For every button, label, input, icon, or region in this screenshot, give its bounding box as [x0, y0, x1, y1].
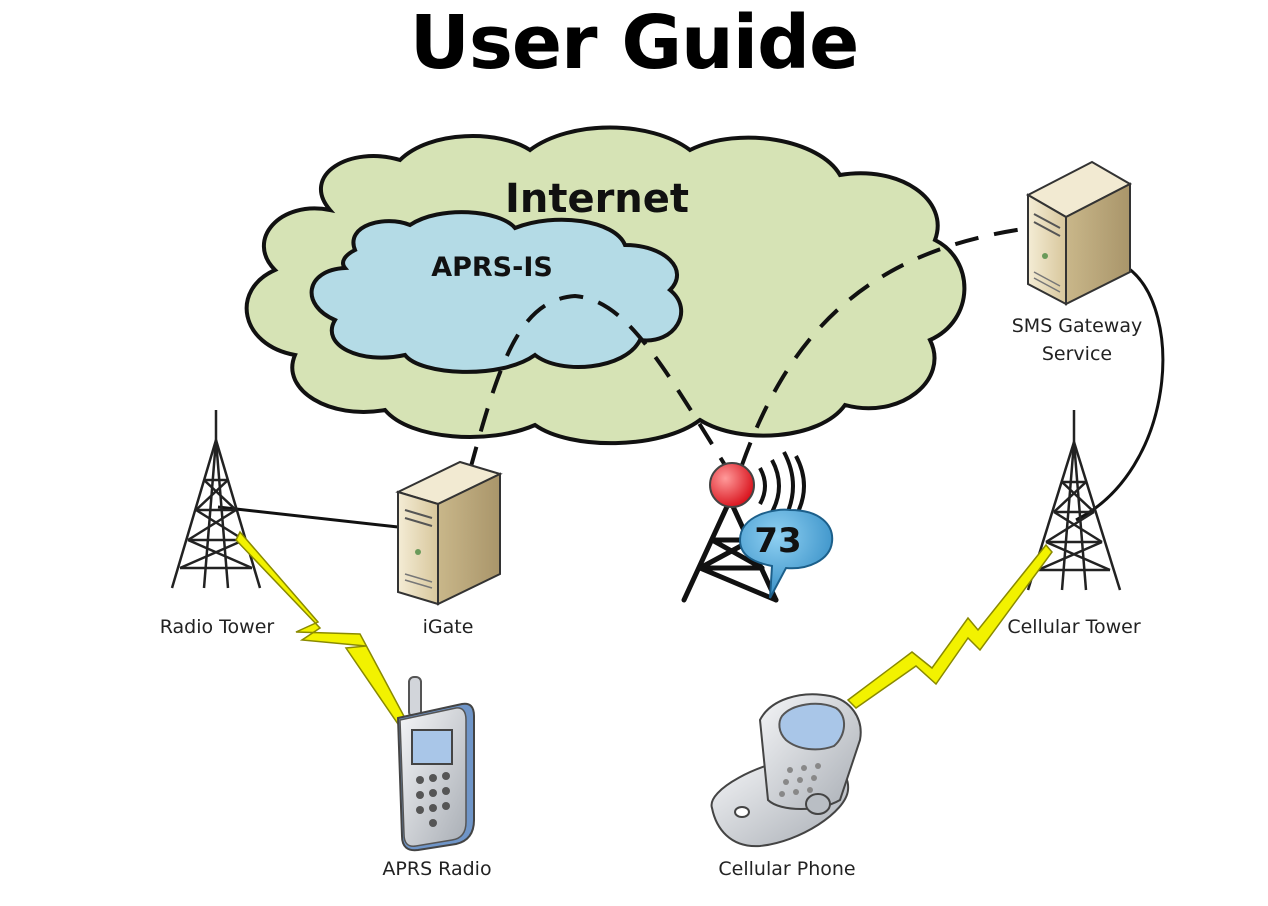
sms-gateway-label-line1: SMS Gateway: [1012, 315, 1143, 337]
cellular-tower-label: Cellular Tower: [1007, 616, 1141, 638]
aprs-badge-text: 73: [754, 521, 801, 561]
radio-tower-icon: [170, 410, 262, 589]
aprs-is-cloud: APRS-IS: [309, 210, 684, 374]
sms-gateway-server-icon: [1025, 160, 1133, 306]
igate-label: iGate: [423, 616, 474, 638]
cellular-phone-label: Cellular Phone: [718, 858, 855, 880]
cellular-lightning-icon: [846, 543, 1053, 709]
aprs-is-label: APRS-IS: [431, 252, 553, 283]
radio-lightning-icon: [235, 530, 408, 725]
page-title: User Guide: [409, 0, 860, 86]
cellular-phone-icon: [710, 693, 862, 848]
internet-links: [468, 226, 1031, 472]
sms-gateway-label-line2: Service: [1042, 343, 1112, 365]
aprs-radio-icon: [396, 676, 475, 852]
igate-server-icon: [395, 460, 503, 606]
tower-igate-link: [217, 505, 399, 529]
internet-label: Internet: [505, 176, 689, 222]
aprs-radio-label: APRS Radio: [382, 858, 491, 880]
igate-aprs-link: [468, 293, 730, 472]
sms-cell-link: [1075, 266, 1165, 522]
radio-tower-label: Radio Tower: [160, 616, 275, 638]
aprs-sms-link: [740, 226, 1031, 466]
aprs-logo-icon: 73: [681, 451, 834, 603]
